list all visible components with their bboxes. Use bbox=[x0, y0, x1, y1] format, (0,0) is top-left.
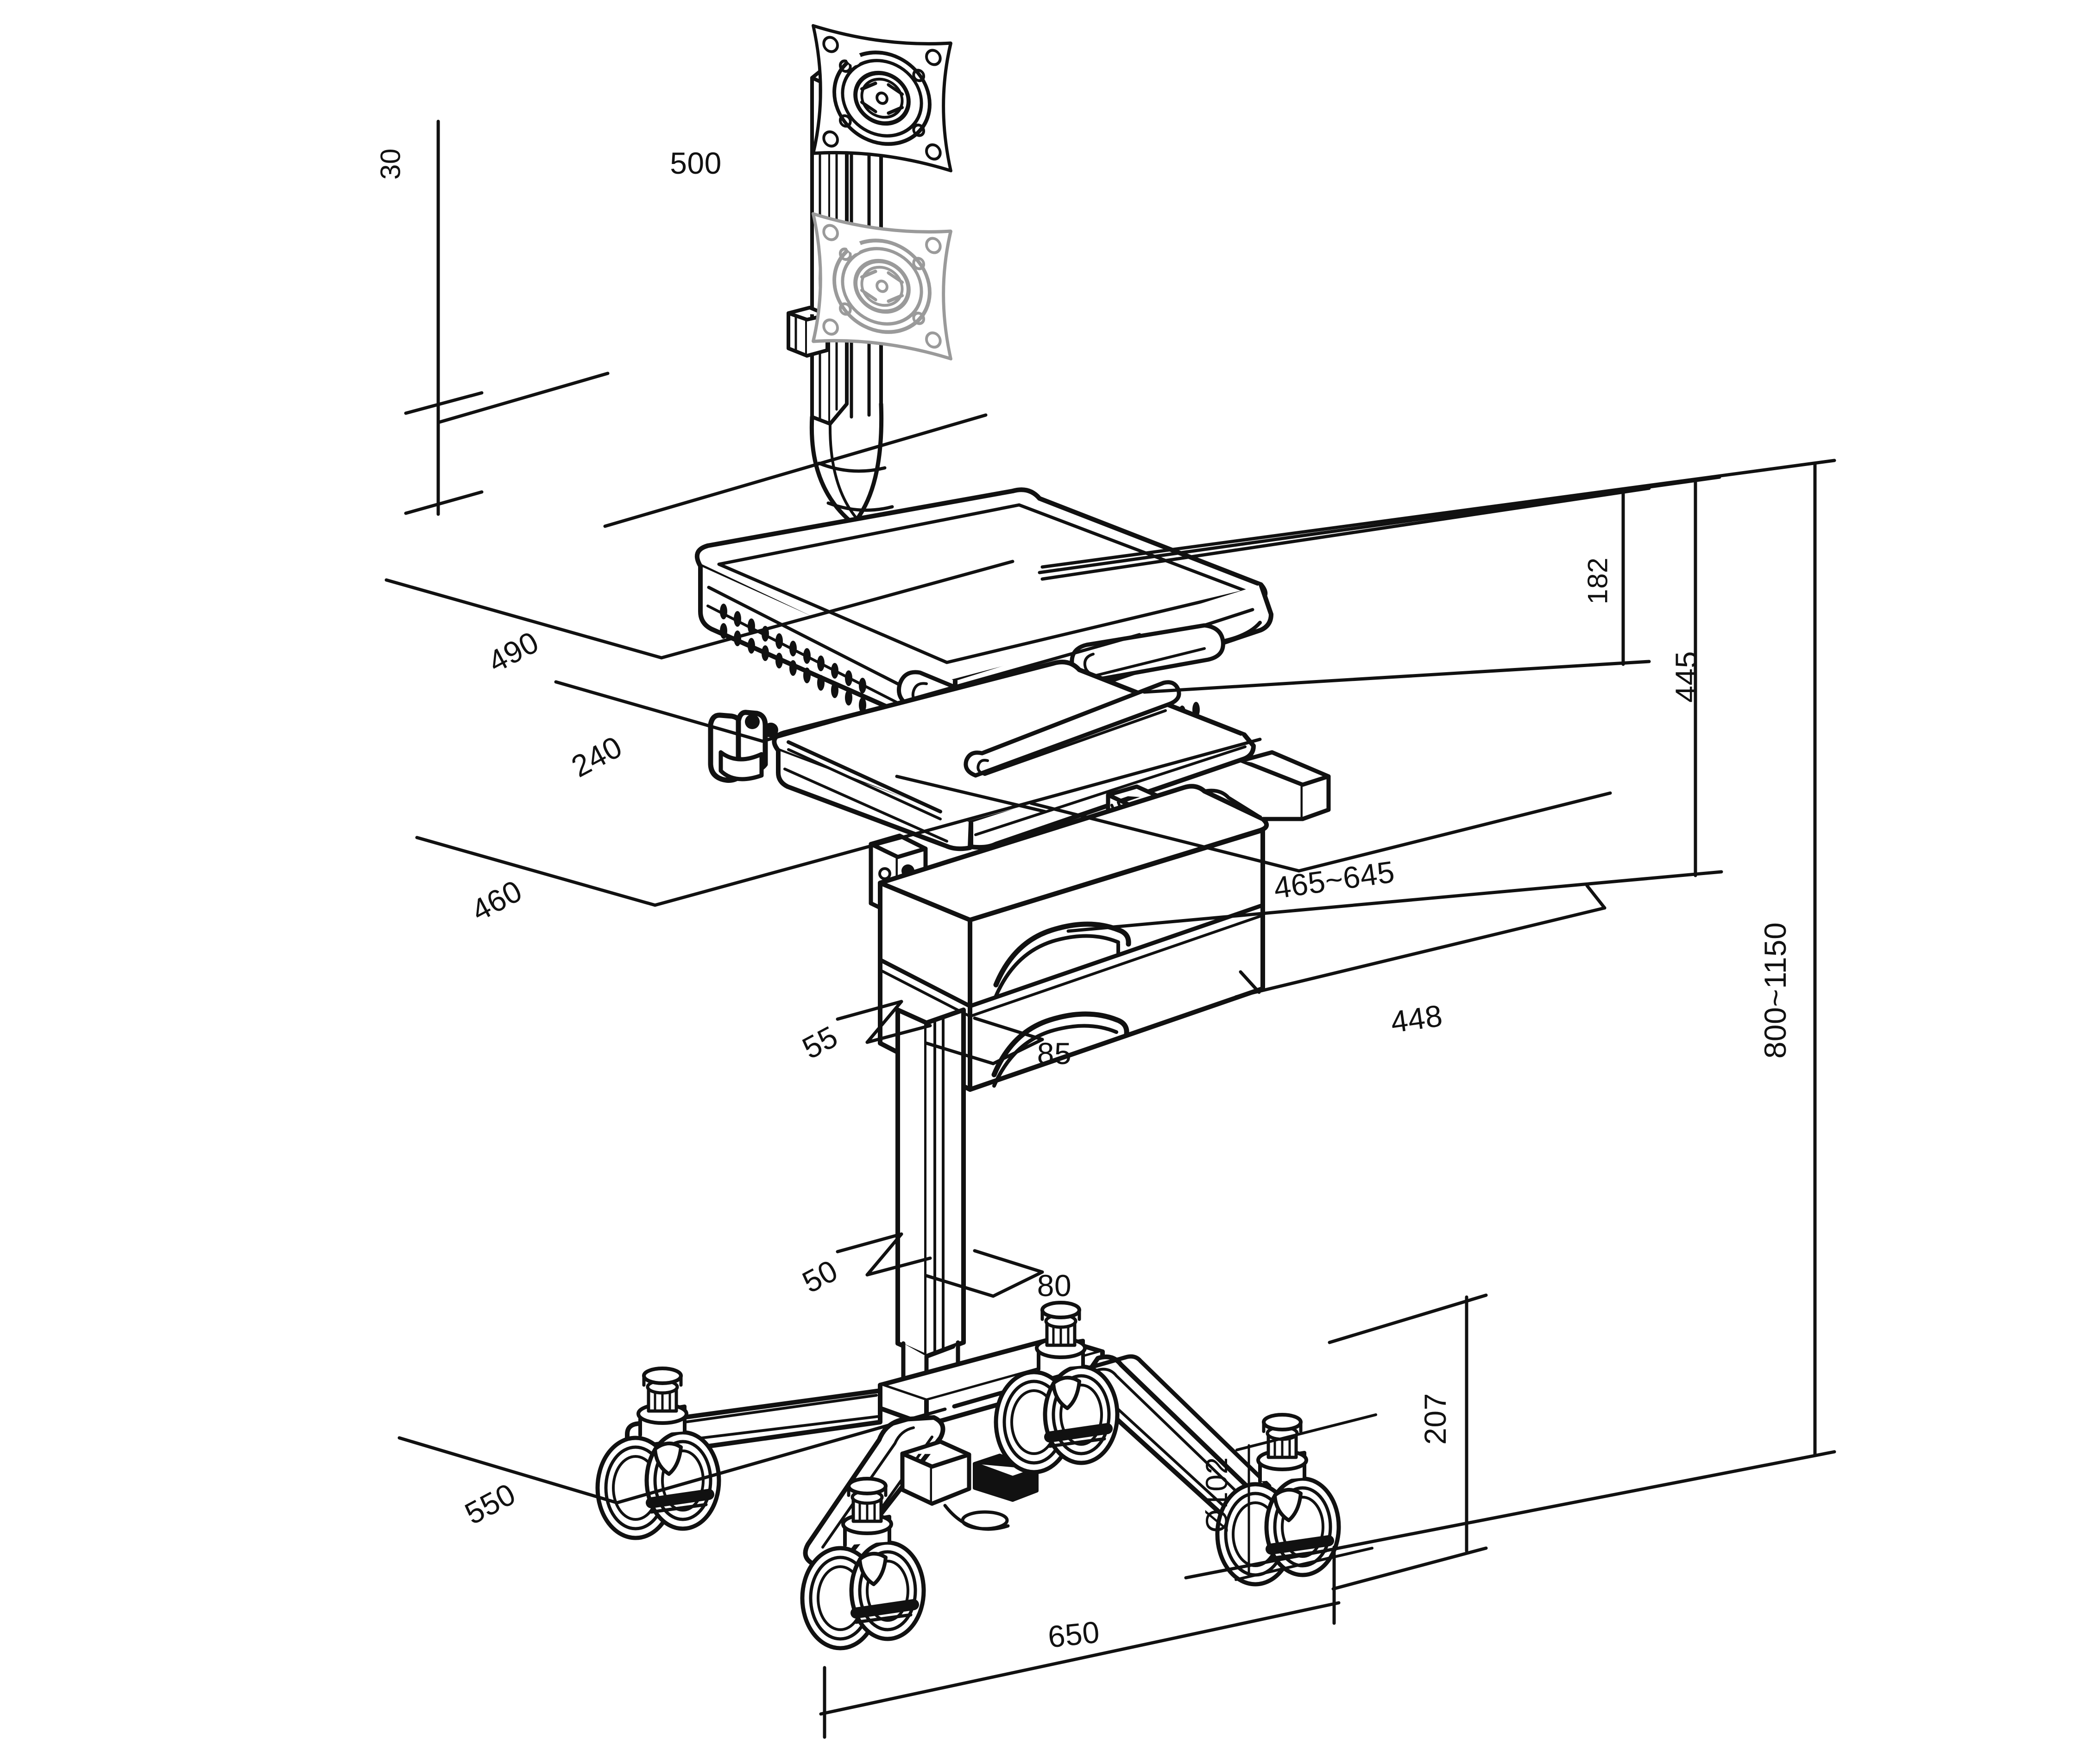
dimension-label-650: 650 bbox=[1046, 1614, 1102, 1654]
dimension-label-500: 500 bbox=[670, 146, 722, 180]
vesa-plate-lower-ghost bbox=[813, 214, 951, 359]
dimension-lines bbox=[384, 120, 1836, 1739]
dimension-label-448: 448 bbox=[1388, 998, 1445, 1040]
cabinet bbox=[878, 750, 1331, 1092]
dimension-label-800-1150: 800~1150 bbox=[1758, 922, 1792, 1059]
caster-front-right bbox=[802, 1479, 924, 1648]
monitor-arm-assembly bbox=[787, 26, 951, 573]
dimension-label-182: 182 bbox=[1582, 557, 1613, 605]
side-hook bbox=[708, 710, 778, 783]
lift-column bbox=[895, 1008, 966, 1397]
dimension-label-85: 85 bbox=[1037, 1036, 1072, 1071]
dimension-label-207: 207 bbox=[1418, 1393, 1452, 1445]
dimension-label-30: 30 bbox=[375, 148, 406, 180]
caster-front-left bbox=[598, 1368, 719, 1538]
base-frame bbox=[598, 1303, 1339, 1648]
dimension-label-445: 445 bbox=[1669, 651, 1703, 703]
caster-rear-left bbox=[996, 1303, 1117, 1472]
dimension-label-80: 80 bbox=[1037, 1268, 1072, 1303]
dimension-label-diameter-102: Ø102 bbox=[1199, 1457, 1234, 1533]
